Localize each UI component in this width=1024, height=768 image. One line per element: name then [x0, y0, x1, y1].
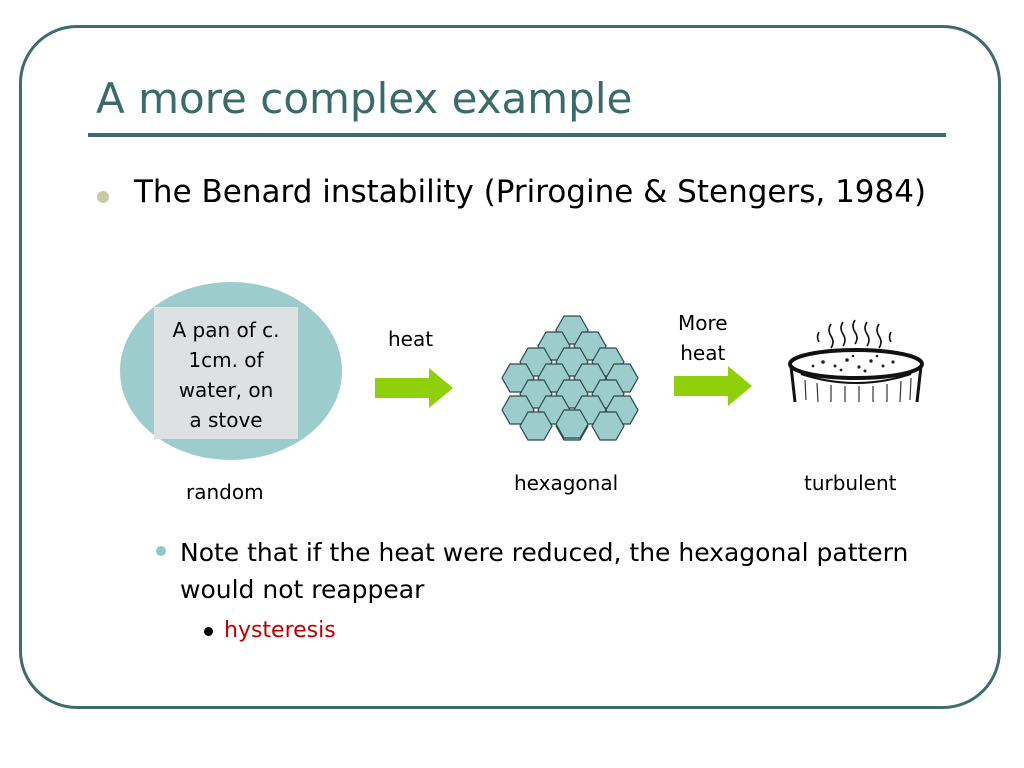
label-heat: heat: [388, 327, 434, 351]
label-hexagonal: hexagonal: [514, 471, 619, 495]
sub-sub-bullet-dot: [204, 627, 213, 636]
label-random: random: [186, 480, 264, 504]
boiling-pot-icon: [788, 319, 924, 403]
more-heat-arrow-icon: [674, 366, 752, 406]
slide-title: A more complex example: [96, 74, 633, 123]
label-more-heat: More heat: [678, 308, 728, 368]
bullet-hysteresis: hysteresis: [224, 618, 336, 643]
bullet-benard-instability: The Benard instability (Prirogine & Sten…: [134, 174, 927, 210]
pan-line: a stove: [189, 408, 263, 432]
sub-bullet-dot: [156, 546, 166, 556]
label-turbulent: turbulent: [804, 471, 897, 495]
bullet-heat-reduced-note: Note that if the heat were reduced, the …: [180, 538, 909, 604]
heat-arrow-icon: [375, 368, 453, 408]
bullet-dot: [97, 191, 109, 203]
pan-line: A pan of c.: [172, 318, 280, 342]
pan-description-box: A pan of c. 1cm. of water, on a stove: [154, 307, 298, 439]
hexagonal-cells-icon: [501, 315, 639, 441]
pan-line: 1cm. of: [188, 348, 264, 372]
slide-frame: [19, 25, 1001, 709]
more-heat-line: More: [678, 311, 728, 335]
pan-line: water, on: [178, 378, 274, 402]
title-underline: [88, 133, 946, 137]
more-heat-line: heat: [680, 341, 726, 365]
